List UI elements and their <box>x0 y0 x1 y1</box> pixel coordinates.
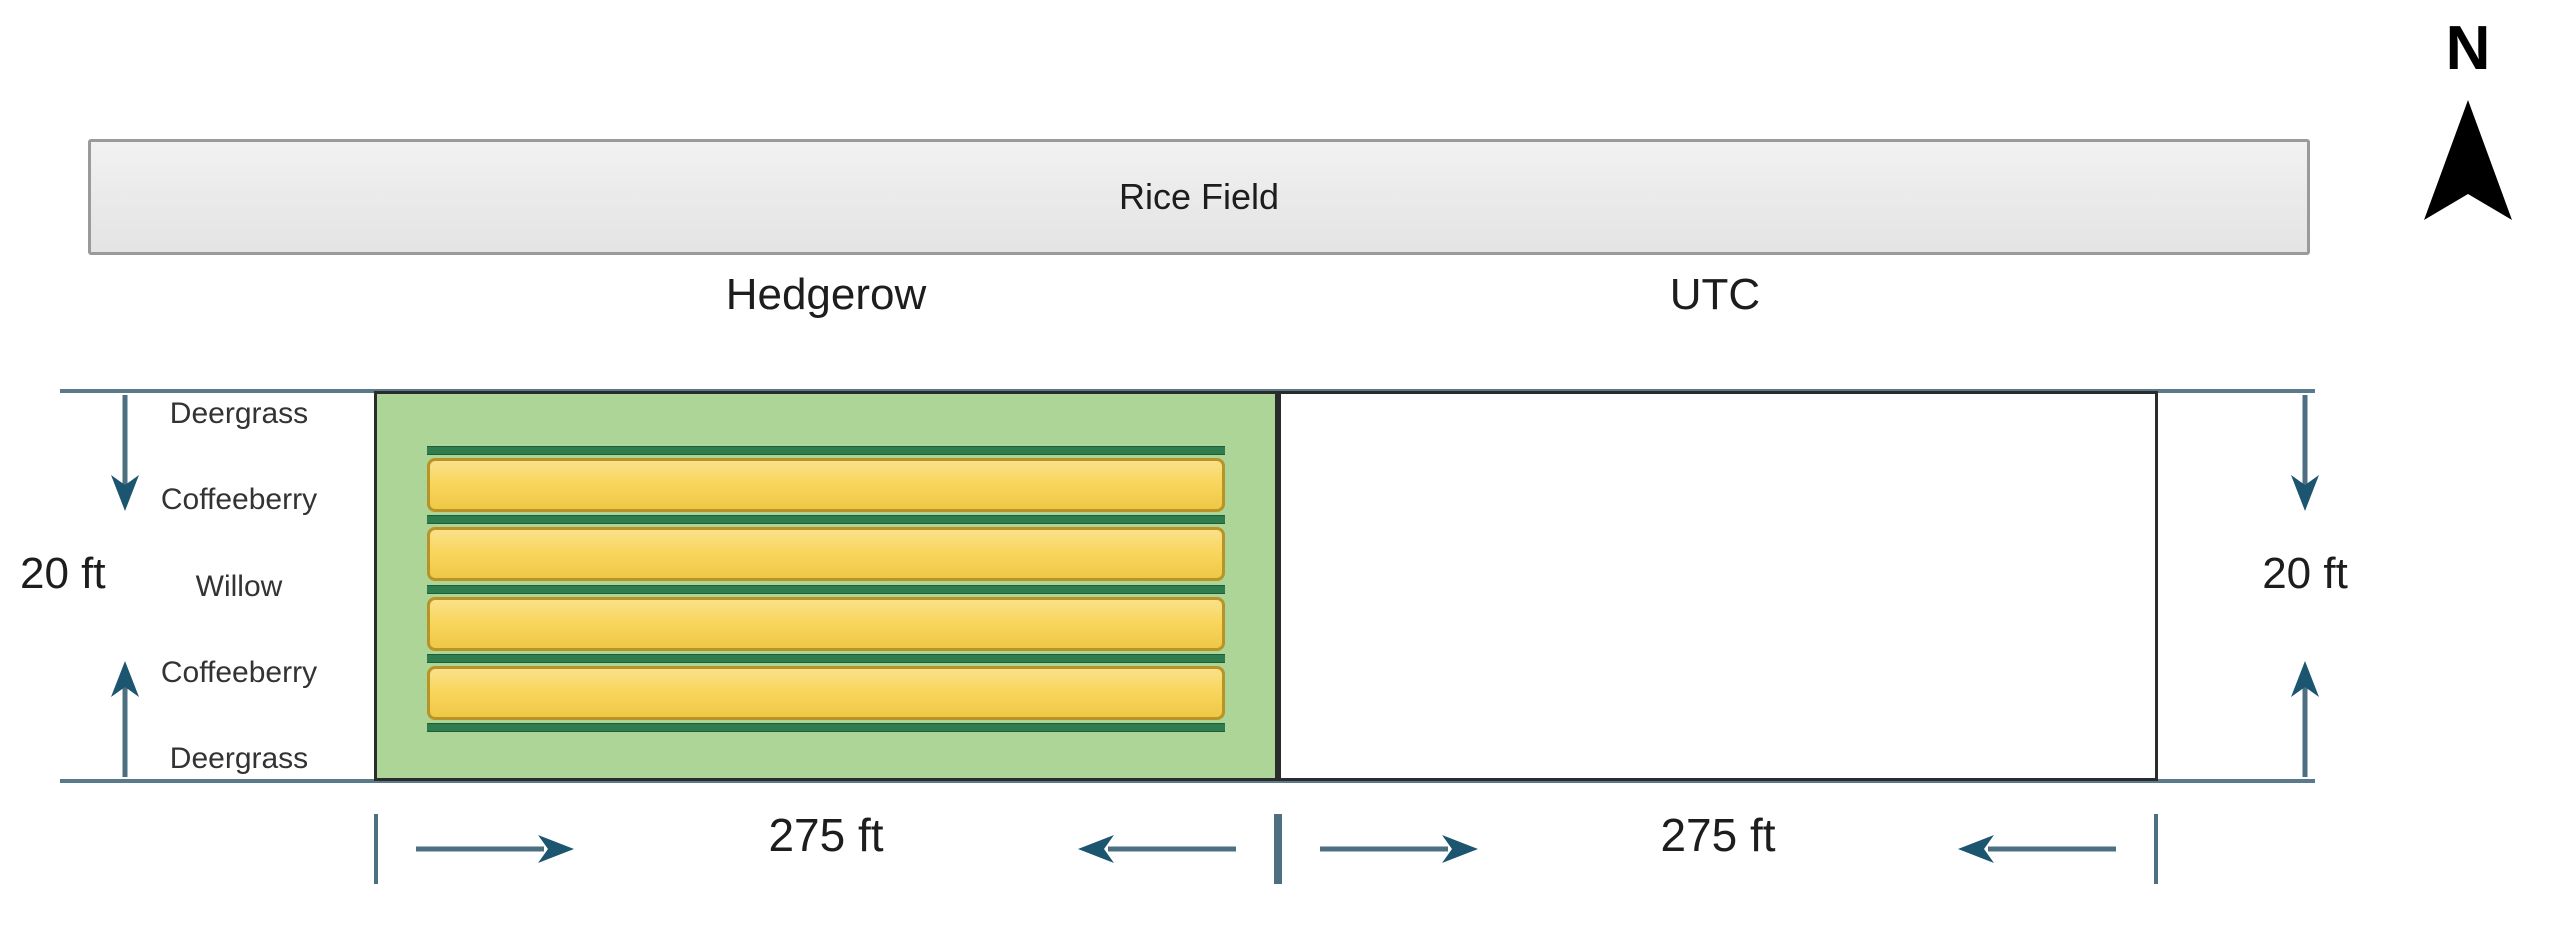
compass-rose: N <box>2408 18 2528 258</box>
utc-plot <box>1278 391 2158 781</box>
planting-row-line <box>427 446 1225 455</box>
arrow-up-icon <box>111 661 139 777</box>
plant-label-willow-2: Willow <box>195 569 283 603</box>
dimension-height-left-label: 20 ft <box>20 549 106 598</box>
section-title-utc: UTC <box>1669 270 1761 319</box>
planting-row-line <box>427 515 1225 525</box>
arrow-left-icon <box>1958 835 2116 863</box>
rice-field-bar: Rice Field <box>88 139 2310 255</box>
arrow-down-icon <box>111 395 139 511</box>
dimension-height-left: 20 ft <box>20 391 230 781</box>
dimension-height-right-label: 20 ft <box>2262 549 2348 598</box>
arrow-up-icon <box>2291 661 2319 777</box>
rice-field-label: Rice Field <box>1118 176 1280 217</box>
planting-bed-bar <box>427 596 1225 651</box>
hedgerow-plot <box>374 391 1278 781</box>
section-title-hedgerow: Hedgerow <box>725 270 927 319</box>
arrow-right-icon <box>416 835 574 863</box>
planting-bed-bar <box>427 458 1225 513</box>
dimension-height-right: 20 ft <box>2200 391 2410 781</box>
plot-bottom-reference-line <box>60 779 2315 783</box>
dimension-width-hedgerow-label: 275 ft <box>768 809 884 861</box>
planting-bed-bar <box>427 527 1225 582</box>
planting-bed-bar <box>427 665 1225 720</box>
plant-label-deergrass-0: Deergrass <box>169 397 309 430</box>
dimension-width-hedgerow: 275 ft <box>374 800 1278 920</box>
north-label: N <box>2445 14 2491 83</box>
planting-row-line <box>427 584 1225 594</box>
dimension-width-utc-label: 275 ft <box>1660 809 1776 861</box>
dimension-tick-right <box>1274 814 1278 884</box>
plant-label-deergrass-4: Deergrass <box>169 742 309 775</box>
arrow-down-icon <box>2291 395 2319 511</box>
north-arrow-icon <box>2424 100 2512 220</box>
planting-row-line <box>427 723 1225 732</box>
planting-row-line <box>427 653 1225 663</box>
plant-label-coffeeberry-1: Coffeeberry <box>160 483 318 517</box>
dimension-tick-left <box>374 814 378 884</box>
arrow-right-icon <box>1320 835 1478 863</box>
dimension-tick-left <box>1278 814 1282 884</box>
dimension-tick-right <box>2154 814 2158 884</box>
planting-rows-group <box>427 446 1225 732</box>
plant-label-coffeeberry-3: Coffeeberry <box>160 655 318 689</box>
dimension-width-utc: 275 ft <box>1278 800 2158 920</box>
arrow-left-icon <box>1078 835 1236 863</box>
